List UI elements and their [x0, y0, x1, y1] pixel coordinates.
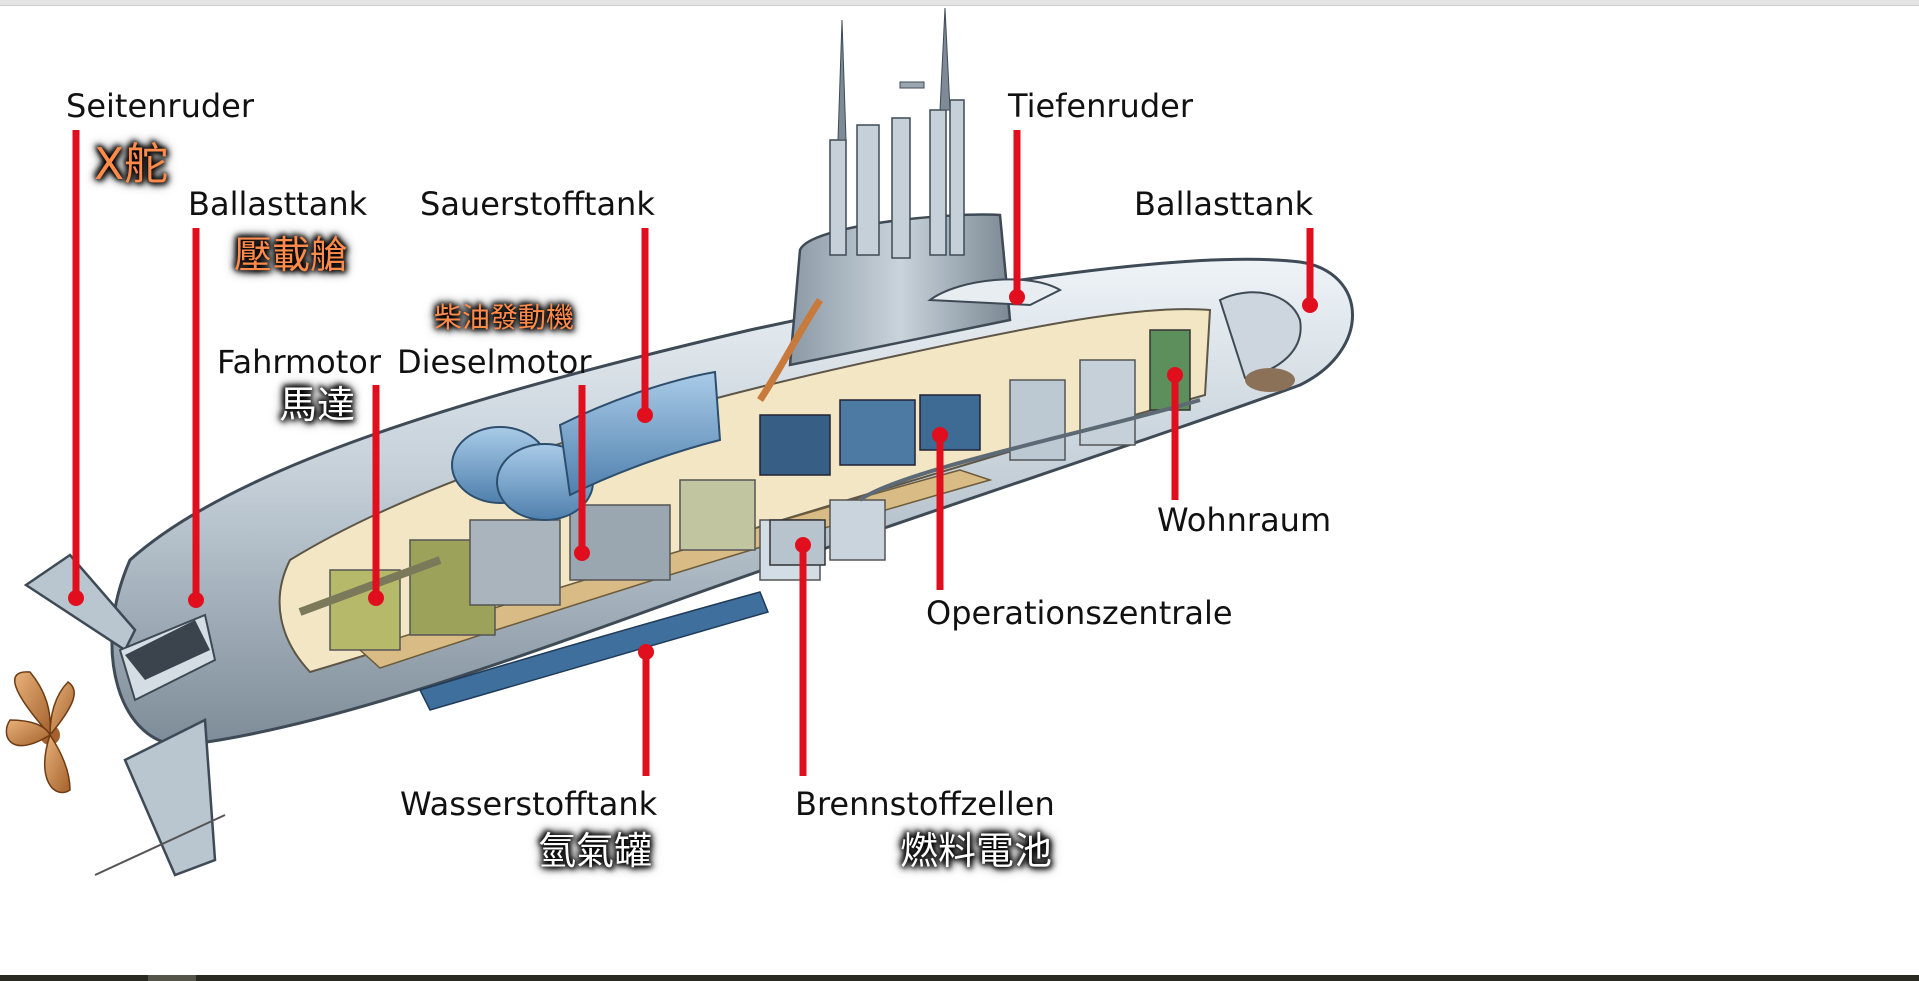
label-seitenruder: Seitenruder — [66, 87, 254, 125]
label-operationszentrale: Operationszentrale — [926, 594, 1233, 632]
bottom-bar — [0, 975, 1919, 981]
label-ballasttank-rear: Ballasttank — [188, 185, 368, 223]
pointer-dot-sauerstofftank — [637, 407, 653, 423]
pointer-dot-wasserstofftank — [638, 644, 654, 660]
label-tiefenruder: Tiefenruder — [1008, 87, 1193, 125]
label-fuel-cell-zh: 燃料電池 — [900, 829, 1053, 873]
pointer-dot-tiefenruder — [1009, 289, 1025, 305]
label-wohnraum: Wohnraum — [1157, 501, 1332, 539]
oxygen-tanks — [451, 370, 722, 521]
label-diesel-engine-zh: 柴油發動機 — [434, 301, 575, 334]
conning-tower — [757, 7, 1063, 402]
pointer-dot-brennstoffzellen — [795, 537, 811, 553]
label-wasserstofftank: Wasserstofftank — [400, 785, 658, 823]
hydrogen-tanks — [418, 591, 770, 711]
label-sauerstofftank: Sauerstofftank — [420, 185, 655, 223]
pointer-dot-operationszentrale — [932, 427, 948, 443]
label-fahrmotor: Fahrmotor — [217, 343, 381, 381]
label-ballast-tank-zh: 壓載艙 — [234, 233, 349, 277]
propeller — [5, 671, 75, 794]
pointer-dot-fahrmotor — [368, 590, 384, 606]
pointer-dot-wohnraum — [1167, 367, 1183, 383]
pointer-dot-ballasttank-front — [1302, 297, 1318, 313]
label-dieselmotor: Dieselmotor — [397, 343, 592, 381]
pointer-lines — [68, 130, 1318, 776]
bottom-bar-segment — [148, 975, 196, 981]
top-border — [0, 0, 1919, 6]
bow-section — [1218, 291, 1302, 392]
label-brennstoffzellen: Brennstoffzellen — [795, 785, 1055, 823]
label-ballasttank-front: Ballasttank — [1134, 185, 1314, 223]
pointer-dot-ballasttank-rear — [188, 592, 204, 608]
label-hydrogen-tank-zh: 氫氣罐 — [538, 829, 653, 873]
pointer-dot-dieselmotor — [574, 545, 590, 561]
label-motor-zh: 馬達 — [279, 383, 356, 427]
pointer-dot-seitenruder — [68, 590, 84, 606]
label-x-rudder-zh: X舵 — [94, 139, 169, 190]
